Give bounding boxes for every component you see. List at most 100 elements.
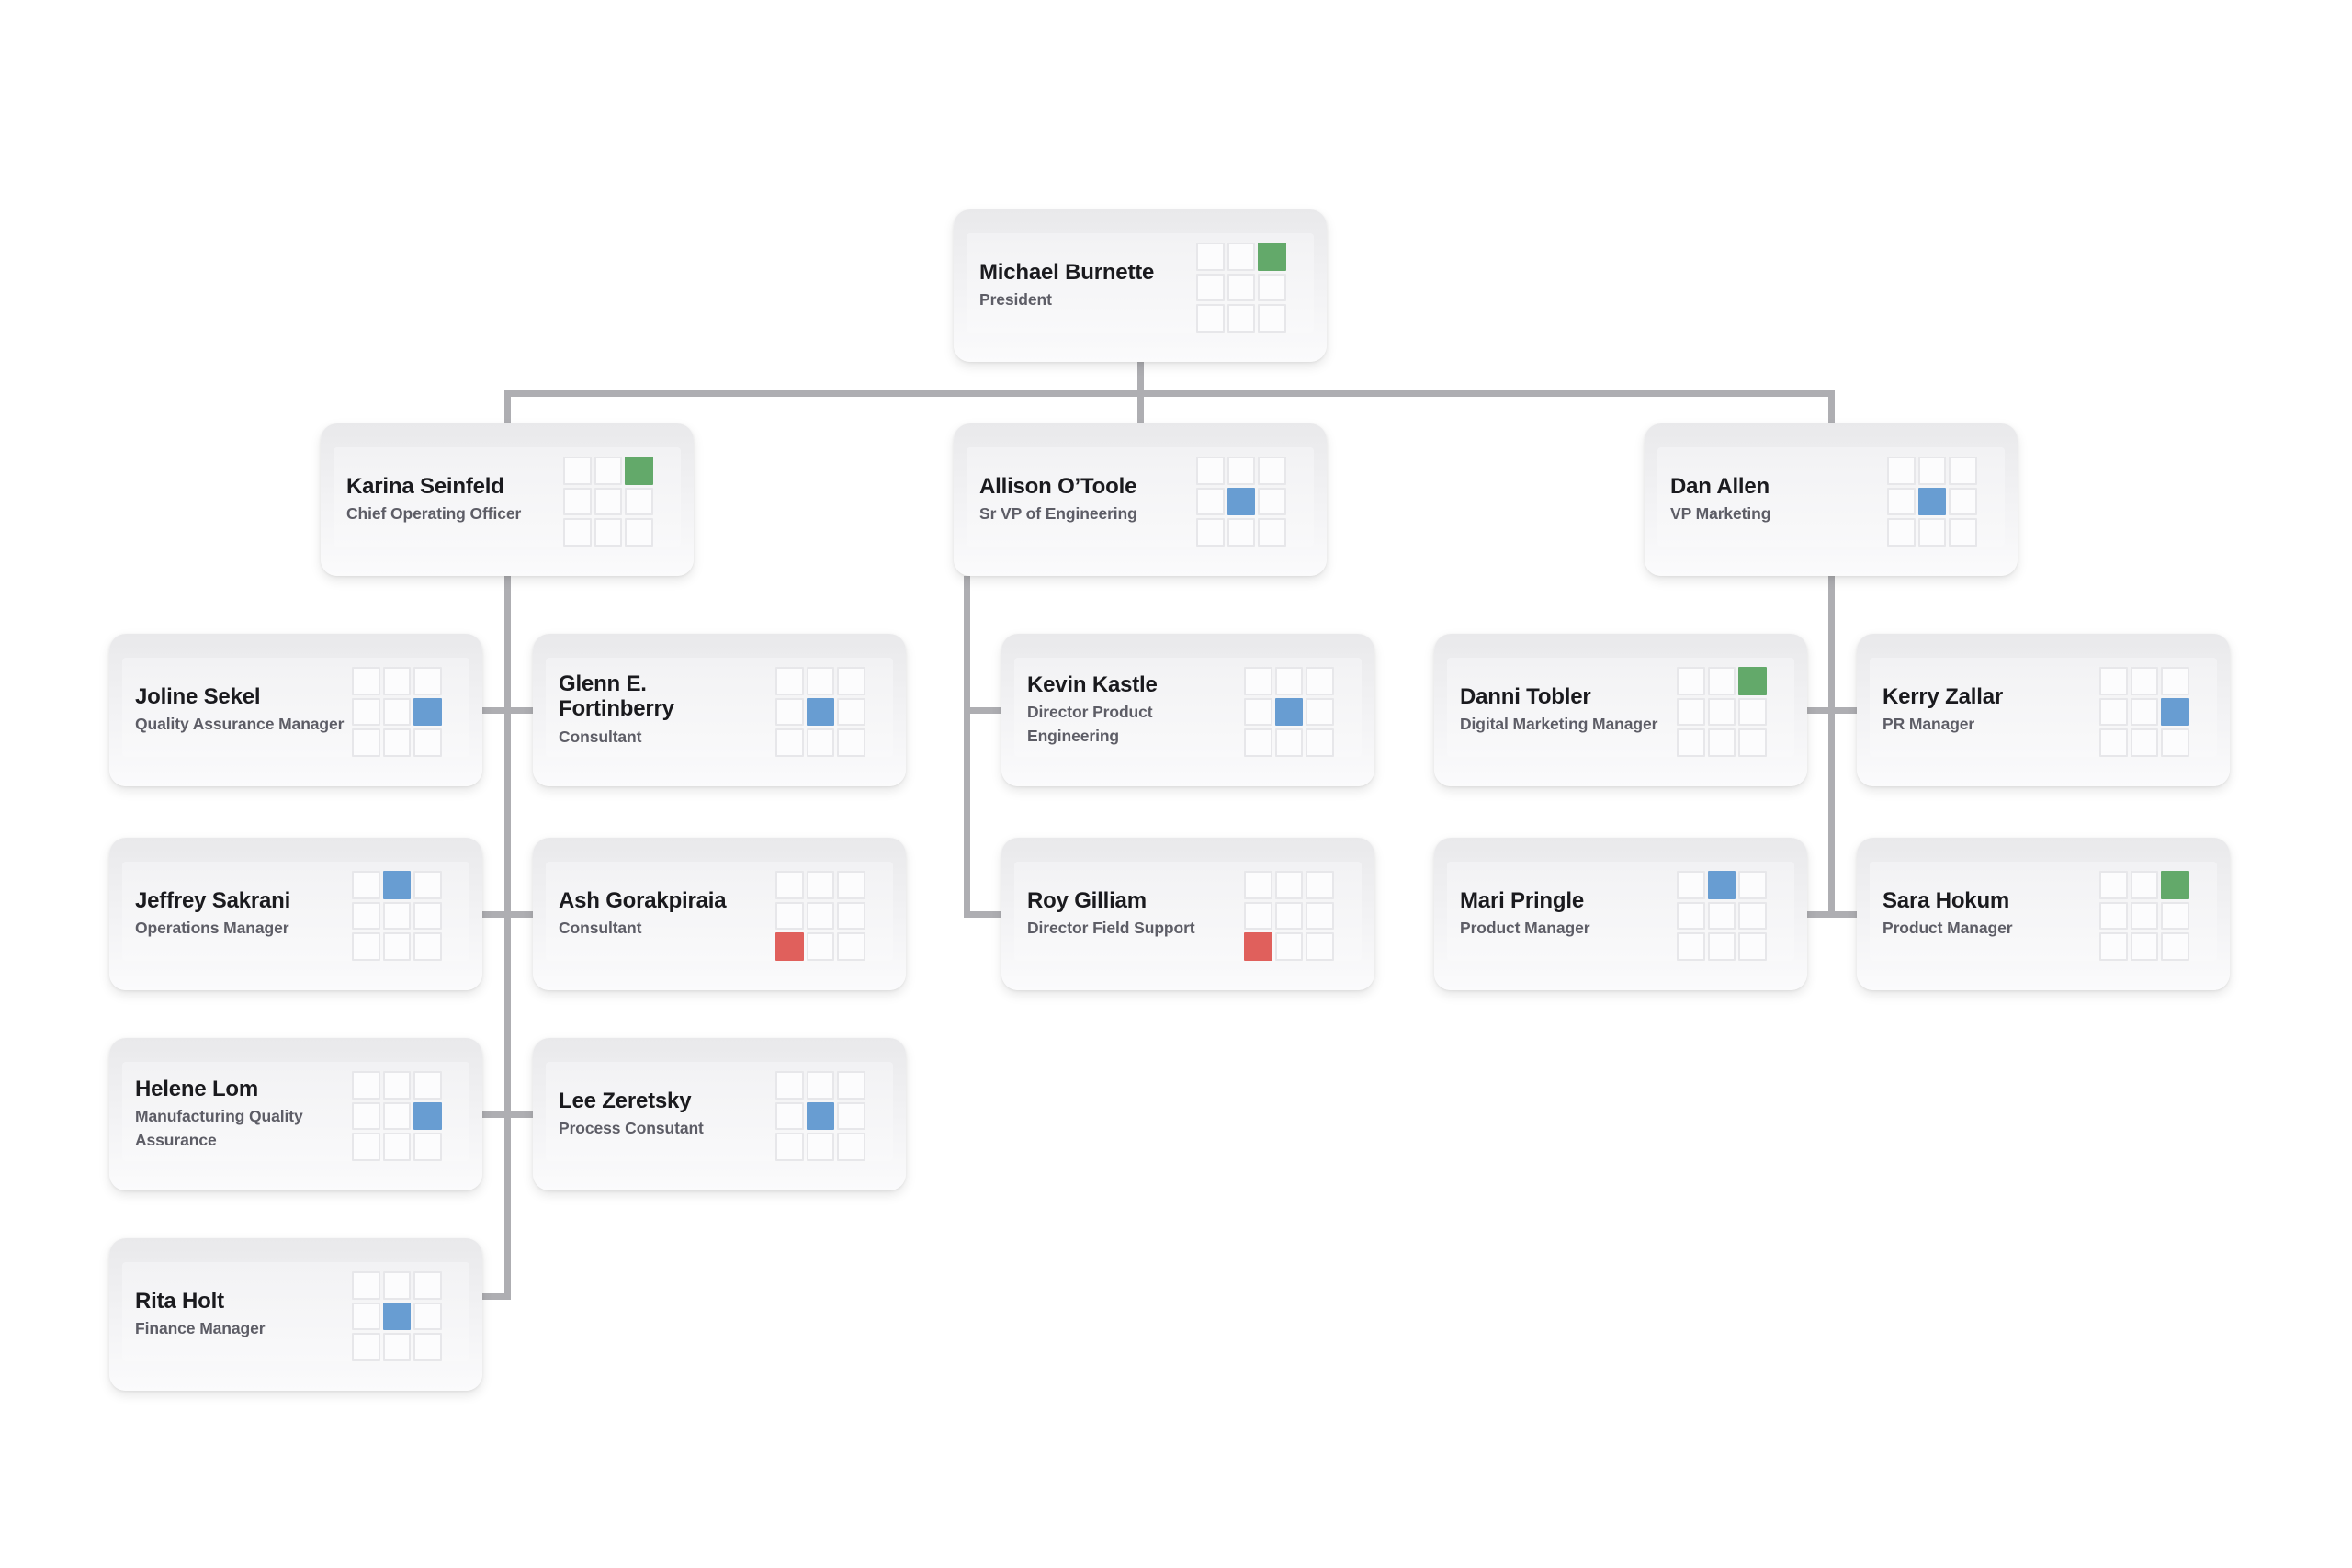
nine-box-cell-filled xyxy=(625,457,653,485)
nine-box-cell-filled xyxy=(413,1101,442,1131)
connector-joline-glenn-stub xyxy=(479,707,536,714)
nine-box-grid-icon xyxy=(563,457,653,547)
nine-box-cell xyxy=(1258,487,1286,516)
nine-box-cell-filled xyxy=(382,1302,412,1331)
nine-box-cell xyxy=(1738,871,1767,899)
nine-box-cell xyxy=(2099,871,2128,899)
nine-box-cell xyxy=(352,697,380,727)
nine-box-grid-icon xyxy=(775,871,865,961)
connector-michael-drop xyxy=(1137,362,1144,393)
nine-box-cell xyxy=(775,728,804,757)
nine-box-cell xyxy=(1196,243,1225,271)
nine-box-cell xyxy=(1887,457,1916,485)
connector-helene-lee-stub xyxy=(479,1111,536,1118)
person-name: Ash Gorakpiraia xyxy=(559,887,727,913)
nine-box-cell xyxy=(352,871,380,899)
connector-karina-trunk xyxy=(504,576,511,1300)
nine-box-cell xyxy=(806,667,835,695)
person-title: Product Manager xyxy=(1883,919,2013,938)
nine-box-cell xyxy=(594,487,623,516)
person-title: Consultant xyxy=(559,919,642,938)
nine-box-cell xyxy=(775,667,804,695)
nine-box-cell xyxy=(1196,457,1225,485)
person-name: Kevin Kastle xyxy=(1027,671,1158,697)
person-title: VP Marketing xyxy=(1670,504,1771,524)
nine-box-cell-filled xyxy=(1244,932,1272,961)
person-title: Director Product Engineering xyxy=(1027,702,1153,746)
nine-box-cell xyxy=(413,1271,442,1300)
nine-box-cell xyxy=(563,518,592,547)
nine-box-cell xyxy=(1738,728,1767,757)
person-title: Consultant xyxy=(559,727,642,746)
connector-top-bus xyxy=(504,390,1835,397)
nine-box-cell xyxy=(352,1302,380,1331)
nine-box-cell xyxy=(1227,243,1256,271)
card-inner-plate xyxy=(1657,447,2005,547)
card-inner-plate xyxy=(122,658,469,757)
nine-box-cell-filled xyxy=(1917,487,1947,516)
nine-box-cell xyxy=(1306,697,1334,727)
nine-box-cell xyxy=(352,932,380,961)
nine-box-cell xyxy=(1677,932,1705,961)
nine-box-grid-icon xyxy=(352,1271,442,1361)
nine-box-cell xyxy=(2099,667,2128,695)
nine-box-cell xyxy=(1949,518,1977,547)
connector-jeffrey-ash-stub xyxy=(479,911,536,918)
nine-box-cell xyxy=(563,457,592,485)
nine-box-cell xyxy=(352,667,380,695)
card-inner-plate xyxy=(1014,862,1362,961)
nine-box-cell xyxy=(1274,728,1304,757)
nine-box-cell xyxy=(625,518,653,547)
nine-box-grid-icon xyxy=(775,1071,865,1161)
connector-dan-trunk xyxy=(1828,576,1835,918)
card-inner-plate xyxy=(122,1262,469,1361)
nine-box-cell xyxy=(382,932,412,961)
nine-box-cell xyxy=(2161,901,2189,931)
nine-box-cell xyxy=(806,728,835,757)
nine-box-cell xyxy=(1227,518,1256,547)
nine-box-cell xyxy=(382,697,412,727)
person-title: Finance Manager xyxy=(135,1319,266,1338)
nine-box-cell xyxy=(1227,457,1256,485)
nine-box-cell-filled xyxy=(1258,243,1286,271)
person-title: President xyxy=(979,290,1052,310)
card-inner-plate xyxy=(546,1062,893,1161)
nine-box-cell xyxy=(806,932,835,961)
nine-box-grid-icon xyxy=(1677,871,1767,961)
person-name: Glenn E. Fortinberry xyxy=(559,671,674,722)
person-title: Manufacturing Quality Assurance xyxy=(135,1106,303,1150)
nine-box-cell xyxy=(1244,667,1272,695)
nine-box-cell xyxy=(1258,304,1286,333)
person-name: Lee Zeretsky xyxy=(559,1088,692,1113)
person-title: Chief Operating Officer xyxy=(346,504,522,524)
nine-box-cell xyxy=(837,1101,865,1131)
nine-box-cell xyxy=(1949,487,1977,516)
nine-box-grid-icon xyxy=(1244,871,1334,961)
